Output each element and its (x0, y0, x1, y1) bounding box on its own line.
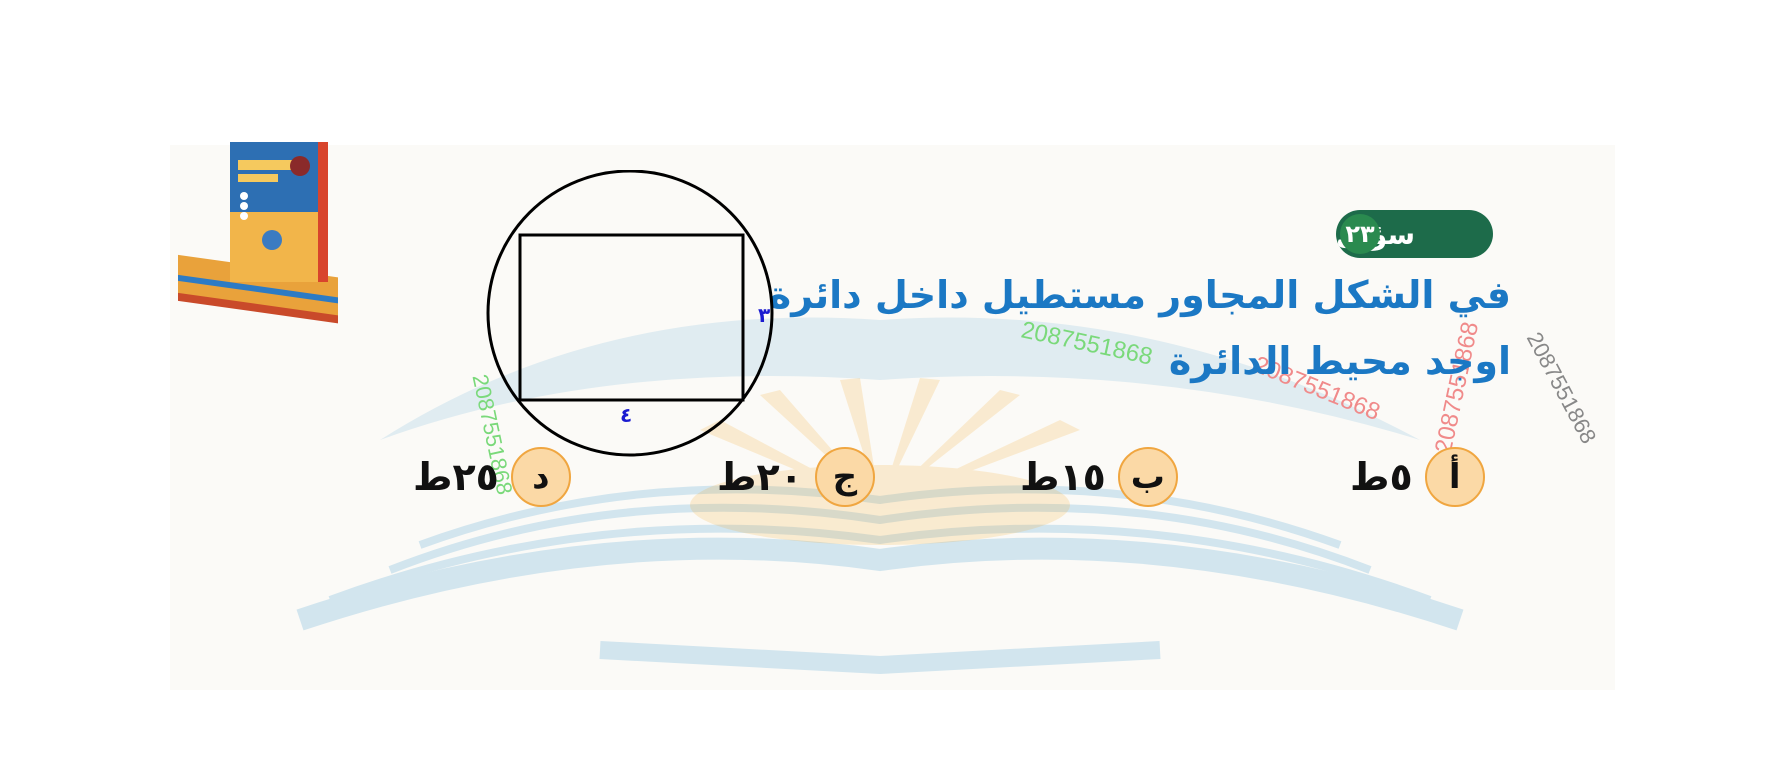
question-text: في الشكل المجاور مستطيل داخل دائرة اوجد … (751, 262, 1511, 394)
answer-option-a[interactable]: أ ٥ط (1350, 445, 1485, 509)
circle-shape (486, 170, 774, 457)
answer-option-b[interactable]: ب ١٥ط (1020, 445, 1178, 509)
answer-option-c[interactable]: ج ٢٠ط (717, 445, 875, 509)
answer-letter-c: ج (814, 447, 875, 507)
answer-letter-d: د (510, 447, 571, 507)
question-number-badge: سؤال ٢٣ (1336, 210, 1493, 258)
book-stack-image (178, 142, 338, 324)
answer-option-d[interactable]: د ٢٥ط (413, 445, 571, 509)
answer-value-d: ٢٥ط (413, 455, 499, 499)
answer-letter-a: أ (1424, 447, 1485, 507)
answer-value-a: ٥ط (1350, 455, 1413, 499)
question-line-1: في الشكل المجاور مستطيل داخل دائرة (768, 273, 1511, 317)
question-number: ٢٣ (1340, 214, 1380, 254)
answer-letter-b: ب (1117, 447, 1178, 507)
circle-rectangle-diagram: ٣ ٤ (486, 170, 774, 457)
answer-value-b: ١٥ط (1020, 455, 1106, 499)
side-label-bottom: ٤ (620, 403, 632, 427)
side-label-right: ٣ (758, 303, 770, 327)
question-line-2: اوجد محيط الدائرة (1168, 339, 1511, 383)
answer-value-c: ٢٠ط (717, 455, 803, 499)
inscribed-rectangle (518, 233, 745, 402)
